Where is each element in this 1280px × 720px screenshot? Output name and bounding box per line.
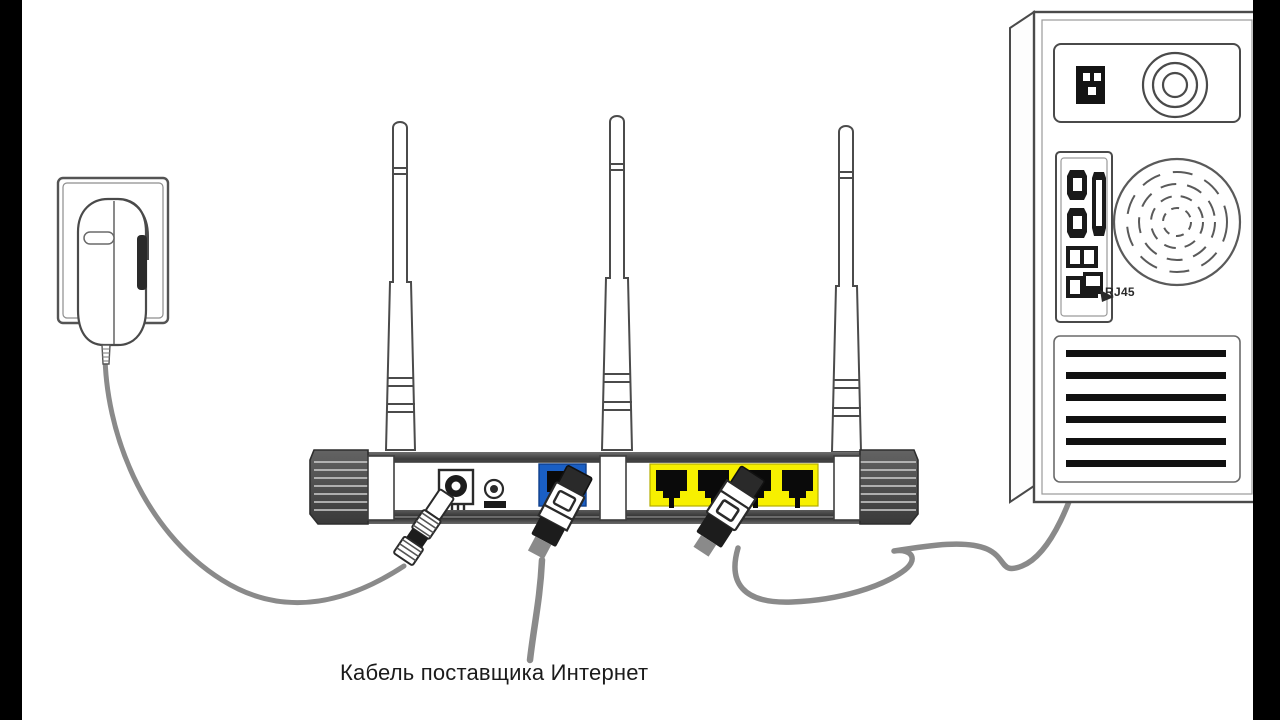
plug-power (393, 488, 455, 566)
power-adapter (76, 197, 149, 365)
diagram-canvas: Кабель поставщика Интернет RJ45 (22, 0, 1253, 720)
pc-parallel-port[interactable] (1092, 172, 1106, 236)
antenna-right (830, 125, 863, 453)
port-lan-1[interactable] (656, 470, 687, 508)
pc-serial-port[interactable] (1067, 208, 1087, 238)
cable-internet (526, 556, 546, 664)
pc-ethernet-port[interactable] (1083, 272, 1103, 294)
router-vent-left (309, 449, 369, 525)
rj45-pointer-arrow (1100, 290, 1114, 302)
plug-lan-rj45 (693, 465, 765, 557)
letterbox-right (1253, 0, 1280, 720)
pc-psu-panel (1053, 43, 1241, 123)
internet-cable-caption: Кабель поставщика Интернет (340, 660, 649, 685)
port-lan-4[interactable] (782, 470, 813, 508)
port-reset-button[interactable] (483, 478, 505, 500)
pc-expansion-slots (1053, 335, 1241, 483)
pc-fan-grille (1112, 157, 1242, 287)
letterbox-left (0, 0, 22, 720)
router-vent-right (859, 449, 919, 525)
diagram-illustration (56, 10, 1253, 664)
pc-usb-ports-top[interactable] (1066, 246, 1098, 268)
plug-wan-rj45 (527, 465, 593, 559)
router-chassis (309, 449, 919, 525)
pc-tower (1009, 10, 1253, 504)
cable-power (102, 349, 407, 606)
pc-io-shield (1055, 151, 1113, 323)
port-wps-slot[interactable] (484, 501, 506, 508)
antenna-left (384, 121, 417, 451)
antenna-center (600, 115, 634, 451)
rj45-port-label: RJ45 (1105, 285, 1135, 299)
pc-vga-port[interactable] (1067, 170, 1087, 200)
